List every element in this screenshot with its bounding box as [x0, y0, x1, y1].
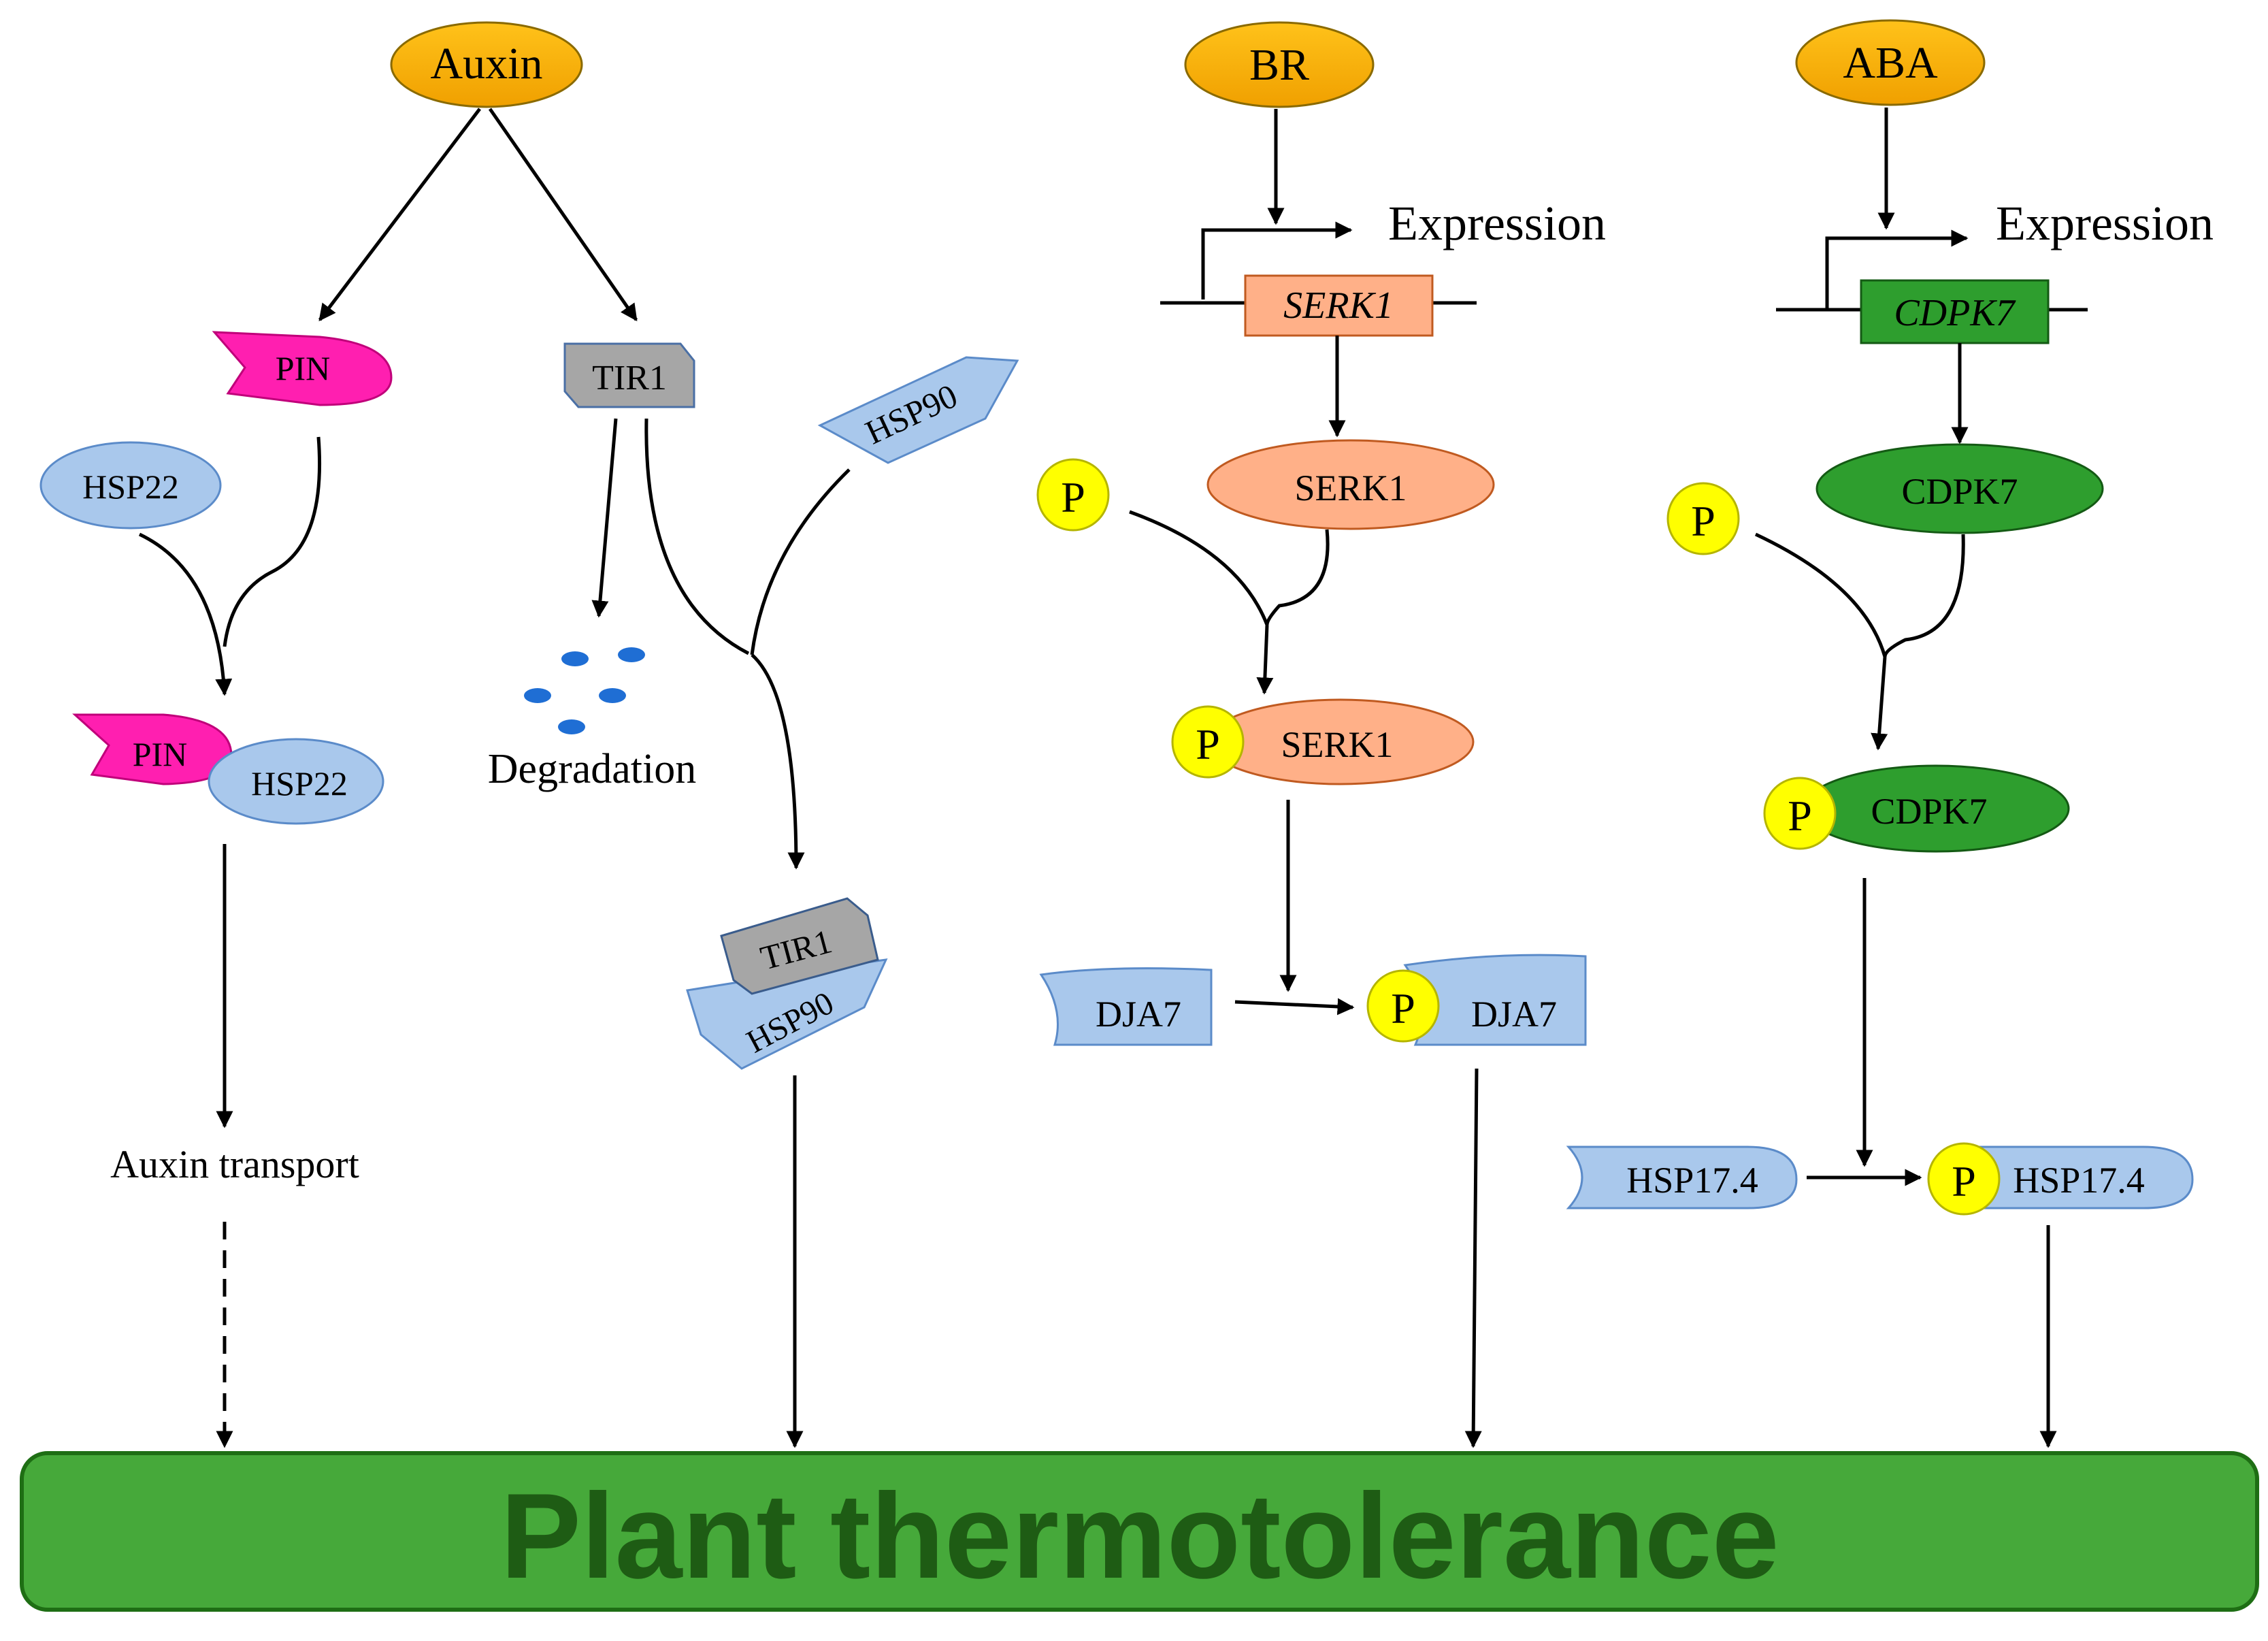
arrow-merge-to-p-serk1 [1256, 624, 1274, 695]
phospho-hsp17: HSP17.4 P [1927, 1142, 2194, 1216]
svg-text:PIN: PIN [133, 735, 188, 773]
hormone-br: BR [1184, 21, 1375, 108]
svg-text:DJA7: DJA7 [1096, 994, 1181, 1035]
hormone-aba: ABA [1795, 19, 1986, 106]
plant-thermotolerance-label: Plant thermotolerance [500, 1468, 1779, 1604]
arrow-tir1-to-degradation [591, 418, 618, 618]
degradation-label: Degradation [488, 746, 696, 792]
svg-text:P: P [1691, 497, 1715, 545]
tir1-hsp90-complex: HSP90 TIR1 [686, 897, 888, 1070]
svg-text:P: P [1391, 984, 1415, 1033]
pin-protein: PIN [212, 331, 393, 406]
arrow-merge-to-p-cdpk7 [1871, 656, 1888, 751]
dja7-protein: DJA7 [1039, 967, 1213, 1046]
hsp22-protein: HSP22 [39, 441, 222, 530]
arrow-auxin-to-tir1 [488, 108, 638, 322]
arrow-hsp22-pin-merge [138, 532, 233, 696]
svg-text:CDPK7: CDPK7 [1901, 471, 2018, 512]
br-expression-label: Expression [1388, 196, 1606, 250]
tir1-protein: TIR1 [563, 342, 695, 408]
line-tir1-to-merge [644, 418, 750, 655]
cdpk7-gene-box: CDPK7 [1860, 279, 2050, 344]
svg-text:SERK1: SERK1 [1281, 724, 1393, 765]
arrow-auxin-to-pin [318, 108, 481, 321]
svg-text:HSP22: HSP22 [82, 468, 179, 506]
svg-text:P: P [1788, 792, 1812, 840]
phospho-cdpk7-complex: CDPK7 P [1763, 764, 2070, 853]
svg-text:Auxin: Auxin [431, 39, 543, 88]
svg-text:DJA7: DJA7 [1471, 994, 1557, 1035]
line-phosphate-to-merge-aba [1754, 532, 1887, 657]
arrow-p-dja7-to-thermotolerance [1464, 1068, 1482, 1448]
hsp90-protein: HSP90 [817, 356, 1019, 464]
plant-thermotolerance-banner: Plant thermotolerance [20, 1451, 2259, 1612]
svg-text:P: P [1061, 473, 1085, 521]
arrow-merge-to-tir1-hsp90 [751, 653, 805, 870]
serk1-gene-box: SERK1 [1244, 274, 1434, 337]
line-cdpk7-to-merge [1883, 534, 1965, 657]
arrow-dja7-to-p-dja7 [1234, 998, 1355, 1016]
auxin-transport-label: Auxin transport [110, 1142, 359, 1186]
aba-transcription-start-arrow [1825, 229, 1969, 310]
svg-text:TIR1: TIR1 [592, 359, 667, 397]
svg-text:SERK1: SERK1 [1283, 285, 1394, 327]
svg-text:HSP17.4: HSP17.4 [2013, 1160, 2145, 1201]
aba-expression-label: Expression [1996, 196, 2214, 250]
phospho-serk1-complex: SERK1 P [1171, 698, 1475, 785]
serk1-protein: SERK1 [1206, 439, 1495, 530]
svg-text:HSP22: HSP22 [251, 764, 348, 802]
line-serk1-to-merge [1265, 529, 1330, 625]
pin-hsp22-complex: PIN HSP22 [72, 713, 384, 825]
svg-text:CDPK7: CDPK7 [1894, 292, 2016, 334]
degradation-dots [524, 647, 645, 734]
phospho-dja7: DJA7 P [1366, 954, 1587, 1046]
svg-text:P: P [1952, 1157, 1976, 1205]
svg-text:BR: BR [1249, 40, 1309, 90]
cdpk7-protein: CDPK7 [1815, 443, 2104, 534]
svg-text:CDPK7: CDPK7 [1871, 791, 1987, 832]
svg-text:PIN: PIN [276, 349, 331, 387]
svg-text:HSP17.4: HSP17.4 [1626, 1160, 1758, 1201]
svg-text:P: P [1196, 720, 1220, 768]
svg-text:ABA: ABA [1843, 38, 1938, 88]
phosphate-aba: P [1666, 482, 1740, 555]
line-phosphate-to-merge-br [1129, 510, 1269, 625]
line-hsp90-to-merge [750, 468, 851, 655]
phosphate-br: P [1036, 458, 1110, 532]
line-pin-to-merge [223, 436, 322, 647]
br-transcription-start-arrow [1201, 221, 1353, 299]
hormone-auxin: Auxin [390, 21, 583, 108]
svg-text:SERK1: SERK1 [1294, 468, 1407, 508]
hsp17-protein: HSP17.4 [1566, 1146, 1798, 1209]
